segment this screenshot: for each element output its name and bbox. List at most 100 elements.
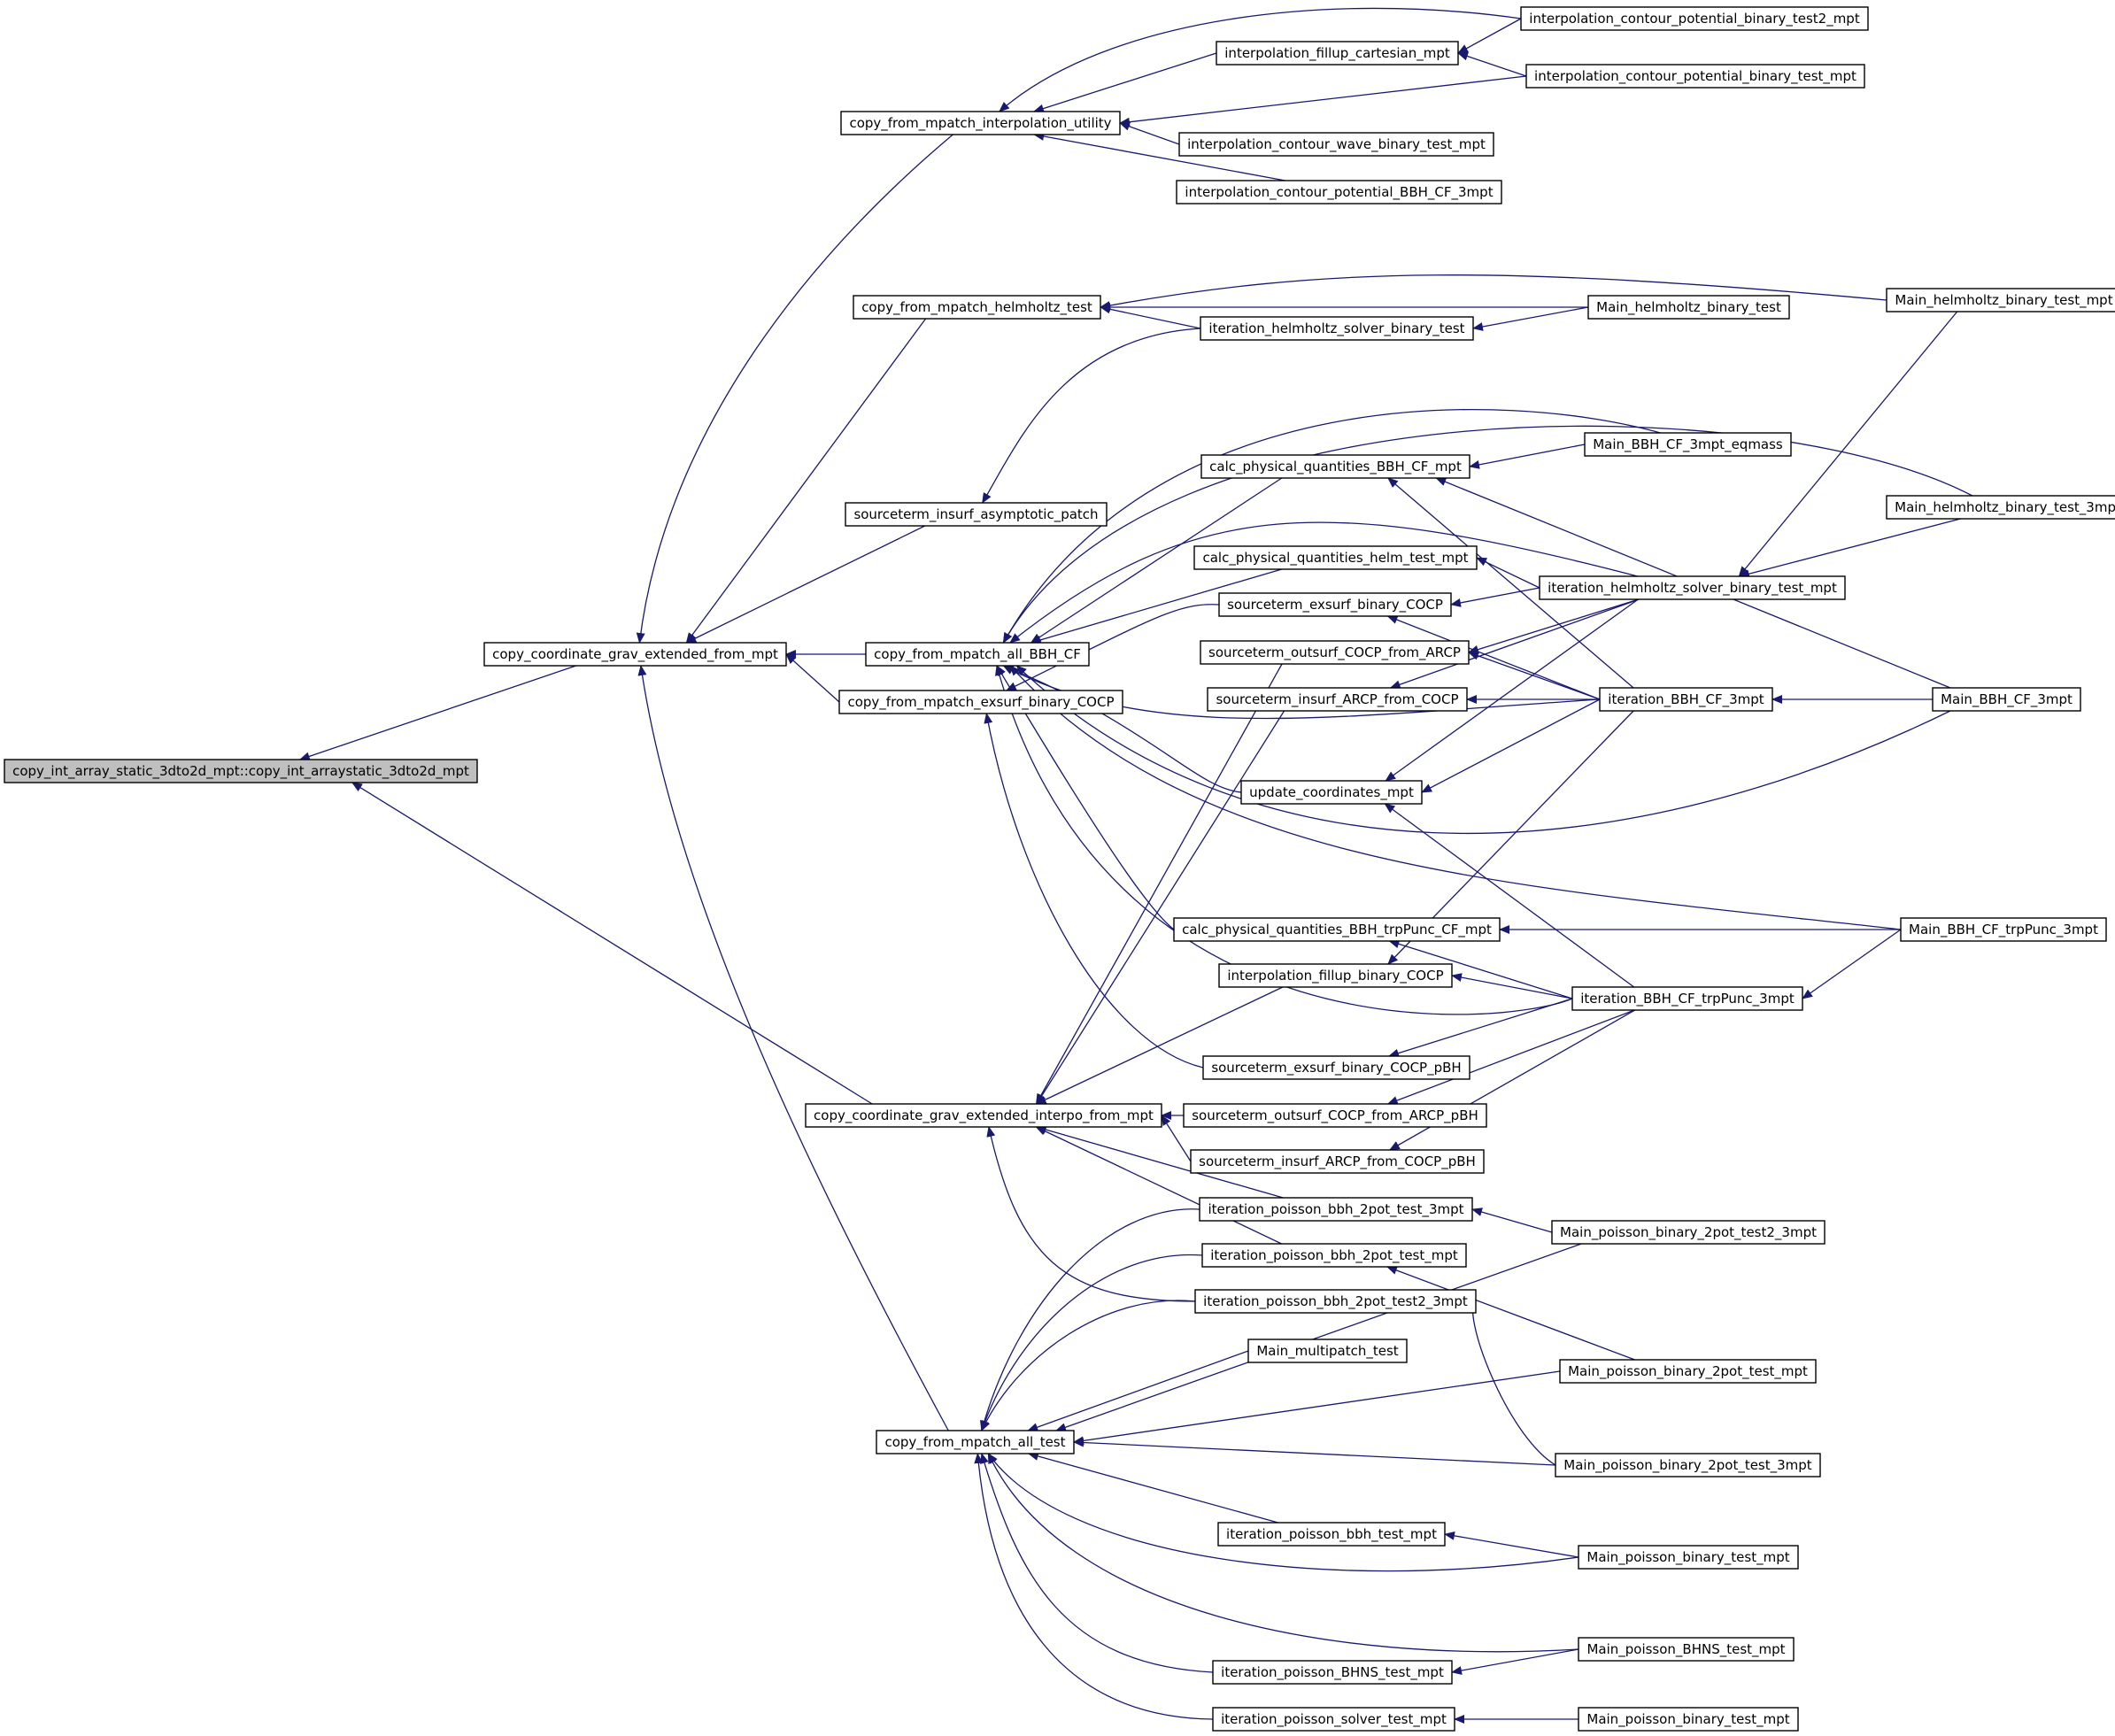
node-label: iteration_poisson_bbh_2pot_test_mpt	[1210, 1247, 1458, 1264]
node-ipbt[interactable]: iteration_poisson_bbh_test_mpt	[1217, 1522, 1446, 1547]
edge-mb3-to-cmab	[1015, 665, 1951, 835]
node-box	[1559, 1359, 1817, 1384]
edge-ib3-to-soca	[1468, 652, 1601, 700]
node-box	[853, 295, 1101, 320]
node-layer: copy_int_array_static_3dto2d_mpt::copy_i…	[4, 6, 2115, 1732]
node-label: iteration_poisson_solver_test_mpt	[1221, 1711, 1447, 1728]
node-cmat[interactable]: copy_from_mpatch_all_test	[876, 1430, 1075, 1454]
edge-ibt3-to-cmab	[995, 665, 1573, 1015]
node-siacp[interactable]: sourceterm_insurf_ARCP_from_COCP_pBH	[1190, 1149, 1485, 1174]
node-cge[interactable]: copy_coordinate_grav_extended_from_mpt	[483, 642, 787, 667]
node-mmt[interactable]: Main_multipatch_test	[1247, 1339, 1408, 1363]
node-mpbt2[interactable]: Main_poisson_binary_test_mpt	[1578, 1707, 1799, 1732]
node-mpb2tm[interactable]: Main_poisson_binary_2pot_test_mpt	[1559, 1359, 1817, 1384]
node-label: iteration_helmholtz_solver_binary_test_m…	[1548, 580, 1837, 597]
node-ifb[interactable]: interpolation_fillup_binary_COCP	[1218, 963, 1453, 988]
node-mhbt3[interactable]: Main_helmholtz_binary_test_3mpt	[1886, 495, 2115, 520]
node-cmiu[interactable]: copy_from_mpatch_interpolation_utility	[840, 111, 1121, 135]
edge-ucm-to-cmab	[1002, 665, 1242, 793]
edge-mpb2tm-to-ipb2t	[1386, 1266, 1635, 1361]
edge-layer	[298, 7, 1973, 1724]
edge-ibt3-to-ifb	[1451, 973, 1573, 999]
node-mb3[interactable]: Main_BBH_CF_3mpt	[1932, 687, 2081, 712]
edge-mpbhns-to-cmat	[987, 1453, 1579, 1653]
edge-ipb2t-to-cgei	[1035, 1126, 1282, 1245]
node-box	[1247, 1339, 1408, 1363]
node-icw[interactable]: interpolation_contour_wave_binary_test_m…	[1178, 132, 1494, 157]
edge-cmiu-to-cge	[636, 134, 953, 644]
node-label: iteration_helmholtz_solver_binary_test	[1208, 320, 1464, 337]
edge-mpbt-to-ipbt	[1444, 1531, 1579, 1558]
node-box	[1217, 1522, 1446, 1547]
edge-mhbt3-to-ihsbtm	[1739, 518, 1961, 579]
node-siap[interactable]: sourceterm_insurf_asymptotic_patch	[845, 502, 1108, 527]
edge-ict2-to-cmiu	[999, 7, 1522, 112]
node-label: calc_physical_quantities_helm_test_mpt	[1202, 550, 1468, 567]
node-cmeb[interactable]: copy_from_mpatch_exsurf_binary_COCP	[838, 690, 1123, 714]
node-mhbt[interactable]: Main_helmholtz_binary_test	[1587, 295, 1790, 320]
node-box	[1932, 687, 2081, 712]
node-mpb2t23[interactable]: Main_poisson_binary_2pot_test2_3mpt	[1551, 1220, 1826, 1245]
node-box	[1578, 1637, 1795, 1662]
node-mhbtm[interactable]: Main_helmholtz_binary_test_mpt	[1886, 288, 2115, 312]
node-box	[1199, 1197, 1473, 1222]
node-ipbhns[interactable]: iteration_poisson_BHNS_test_mpt	[1212, 1660, 1453, 1685]
node-ihsbtm[interactable]: iteration_helmholtz_solver_binary_test_m…	[1539, 575, 1846, 600]
node-label: interpolation_fillup_binary_COCP	[1227, 968, 1443, 984]
node-ifc[interactable]: interpolation_fillup_cartesian_mpt	[1216, 41, 1459, 66]
edge-cgei-to-root	[351, 782, 873, 1105]
node-root[interactable]: copy_int_array_static_3dto2d_mpt::copy_i…	[4, 759, 478, 783]
node-socap[interactable]: sourceterm_outsurf_COCP_from_ARCP_pBH	[1183, 1103, 1487, 1128]
node-ib3[interactable]: iteration_BBH_CF_3mpt	[1599, 687, 1773, 712]
node-box	[1194, 1289, 1477, 1314]
node-ipb2t3[interactable]: iteration_poisson_bbh_2pot_test_3mpt	[1199, 1197, 1473, 1222]
node-cmht[interactable]: copy_from_mpatch_helmholtz_test	[853, 295, 1101, 320]
node-ibt3[interactable]: iteration_BBH_CF_trpPunc_3mpt	[1571, 986, 1803, 1011]
node-label: iteration_poisson_bbh_2pot_test_3mpt	[1208, 1201, 1463, 1218]
node-box	[1555, 1453, 1821, 1478]
node-soca[interactable]: sourceterm_outsurf_COCP_from_ARCP	[1200, 640, 1470, 665]
edge-ict2-to-ifc	[1457, 18, 1522, 54]
edge-ihsbt-to-cmht	[1100, 305, 1201, 329]
node-label: Main_poisson_binary_test_mpt	[1586, 1549, 1789, 1566]
edge-mmt-to-cmat	[1027, 1350, 1249, 1431]
node-cpqb[interactable]: calc_physical_quantities_BBH_CF_mpt	[1200, 454, 1470, 479]
edge-ifc-to-cmiu	[1032, 52, 1217, 113]
node-seb[interactable]: sourceterm_exsurf_binary_COCP	[1218, 592, 1452, 617]
node-sebp[interactable]: sourceterm_exsurf_binary_COCP_pBH	[1202, 1055, 1470, 1080]
node-ipst[interactable]: iteration_poisson_solver_test_mpt	[1212, 1707, 1455, 1732]
node-box	[840, 111, 1121, 135]
node-ict2[interactable]: interpolation_contour_potential_binary_t…	[1520, 6, 1869, 31]
node-icbbh[interactable]: interpolation_contour_potential_BBH_CF_3…	[1176, 180, 1502, 204]
node-cgei[interactable]: copy_coordinate_grav_extended_interpo_fr…	[805, 1103, 1162, 1128]
node-mpbhns[interactable]: Main_poisson_BHNS_test_mpt	[1578, 1637, 1795, 1662]
edge-mbt3-to-cmab	[1009, 665, 1902, 930]
node-mbt3[interactable]: Main_BBH_CF_trpPunc_3mpt	[1900, 917, 2107, 942]
node-cpqt[interactable]: calc_physical_quantities_BBH_trpPunc_CF_…	[1173, 917, 1501, 942]
node-box	[805, 1103, 1162, 1128]
node-box	[865, 642, 1090, 667]
node-ipb2t23[interactable]: iteration_poisson_bbh_2pot_test2_3mpt	[1194, 1289, 1477, 1314]
node-ict[interactable]: interpolation_contour_potential_binary_t…	[1525, 64, 1865, 89]
node-ucm[interactable]: update_coordinates_mpt	[1240, 780, 1423, 805]
node-ipb2t[interactable]: iteration_poisson_bbh_2pot_test_mpt	[1201, 1243, 1467, 1268]
node-siac[interactable]: sourceterm_insurf_ARCP_from_COCP	[1207, 687, 1468, 712]
node-box	[1201, 1243, 1467, 1268]
node-label: copy_from_mpatch_interpolation_utility	[849, 115, 1111, 132]
node-mbe[interactable]: Main_BBH_CF_3mpt_eqmass	[1584, 432, 1792, 457]
node-mpb2t3[interactable]: Main_poisson_binary_2pot_test_3mpt	[1555, 1453, 1821, 1478]
edge-ipb2t23-to-cmat	[981, 1300, 1196, 1431]
edge-mpb2t23-to-ipb2t3	[1471, 1207, 1553, 1233]
node-ihsbt[interactable]: iteration_helmholtz_solver_binary_test	[1200, 316, 1474, 341]
node-label: iteration_poisson_bbh_test_mpt	[1226, 1526, 1437, 1543]
edge-soca-to-cgei	[1035, 663, 1283, 1105]
node-cmab[interactable]: copy_from_mpatch_all_BBH_CF	[865, 642, 1090, 667]
node-cpqh[interactable]: calc_physical_quantities_helm_test_mpt	[1193, 545, 1478, 570]
node-box	[1525, 64, 1865, 89]
node-label: Main_poisson_binary_2pot_test_mpt	[1568, 1363, 1808, 1380]
node-label: Main_helmholtz_binary_test_mpt	[1895, 292, 2112, 309]
node-box	[1202, 1055, 1470, 1080]
node-box	[1173, 917, 1501, 942]
node-label: iteration_BBH_CF_trpPunc_3mpt	[1580, 991, 1795, 1007]
node-mpbt[interactable]: Main_poisson_binary_test_mpt	[1578, 1545, 1799, 1570]
